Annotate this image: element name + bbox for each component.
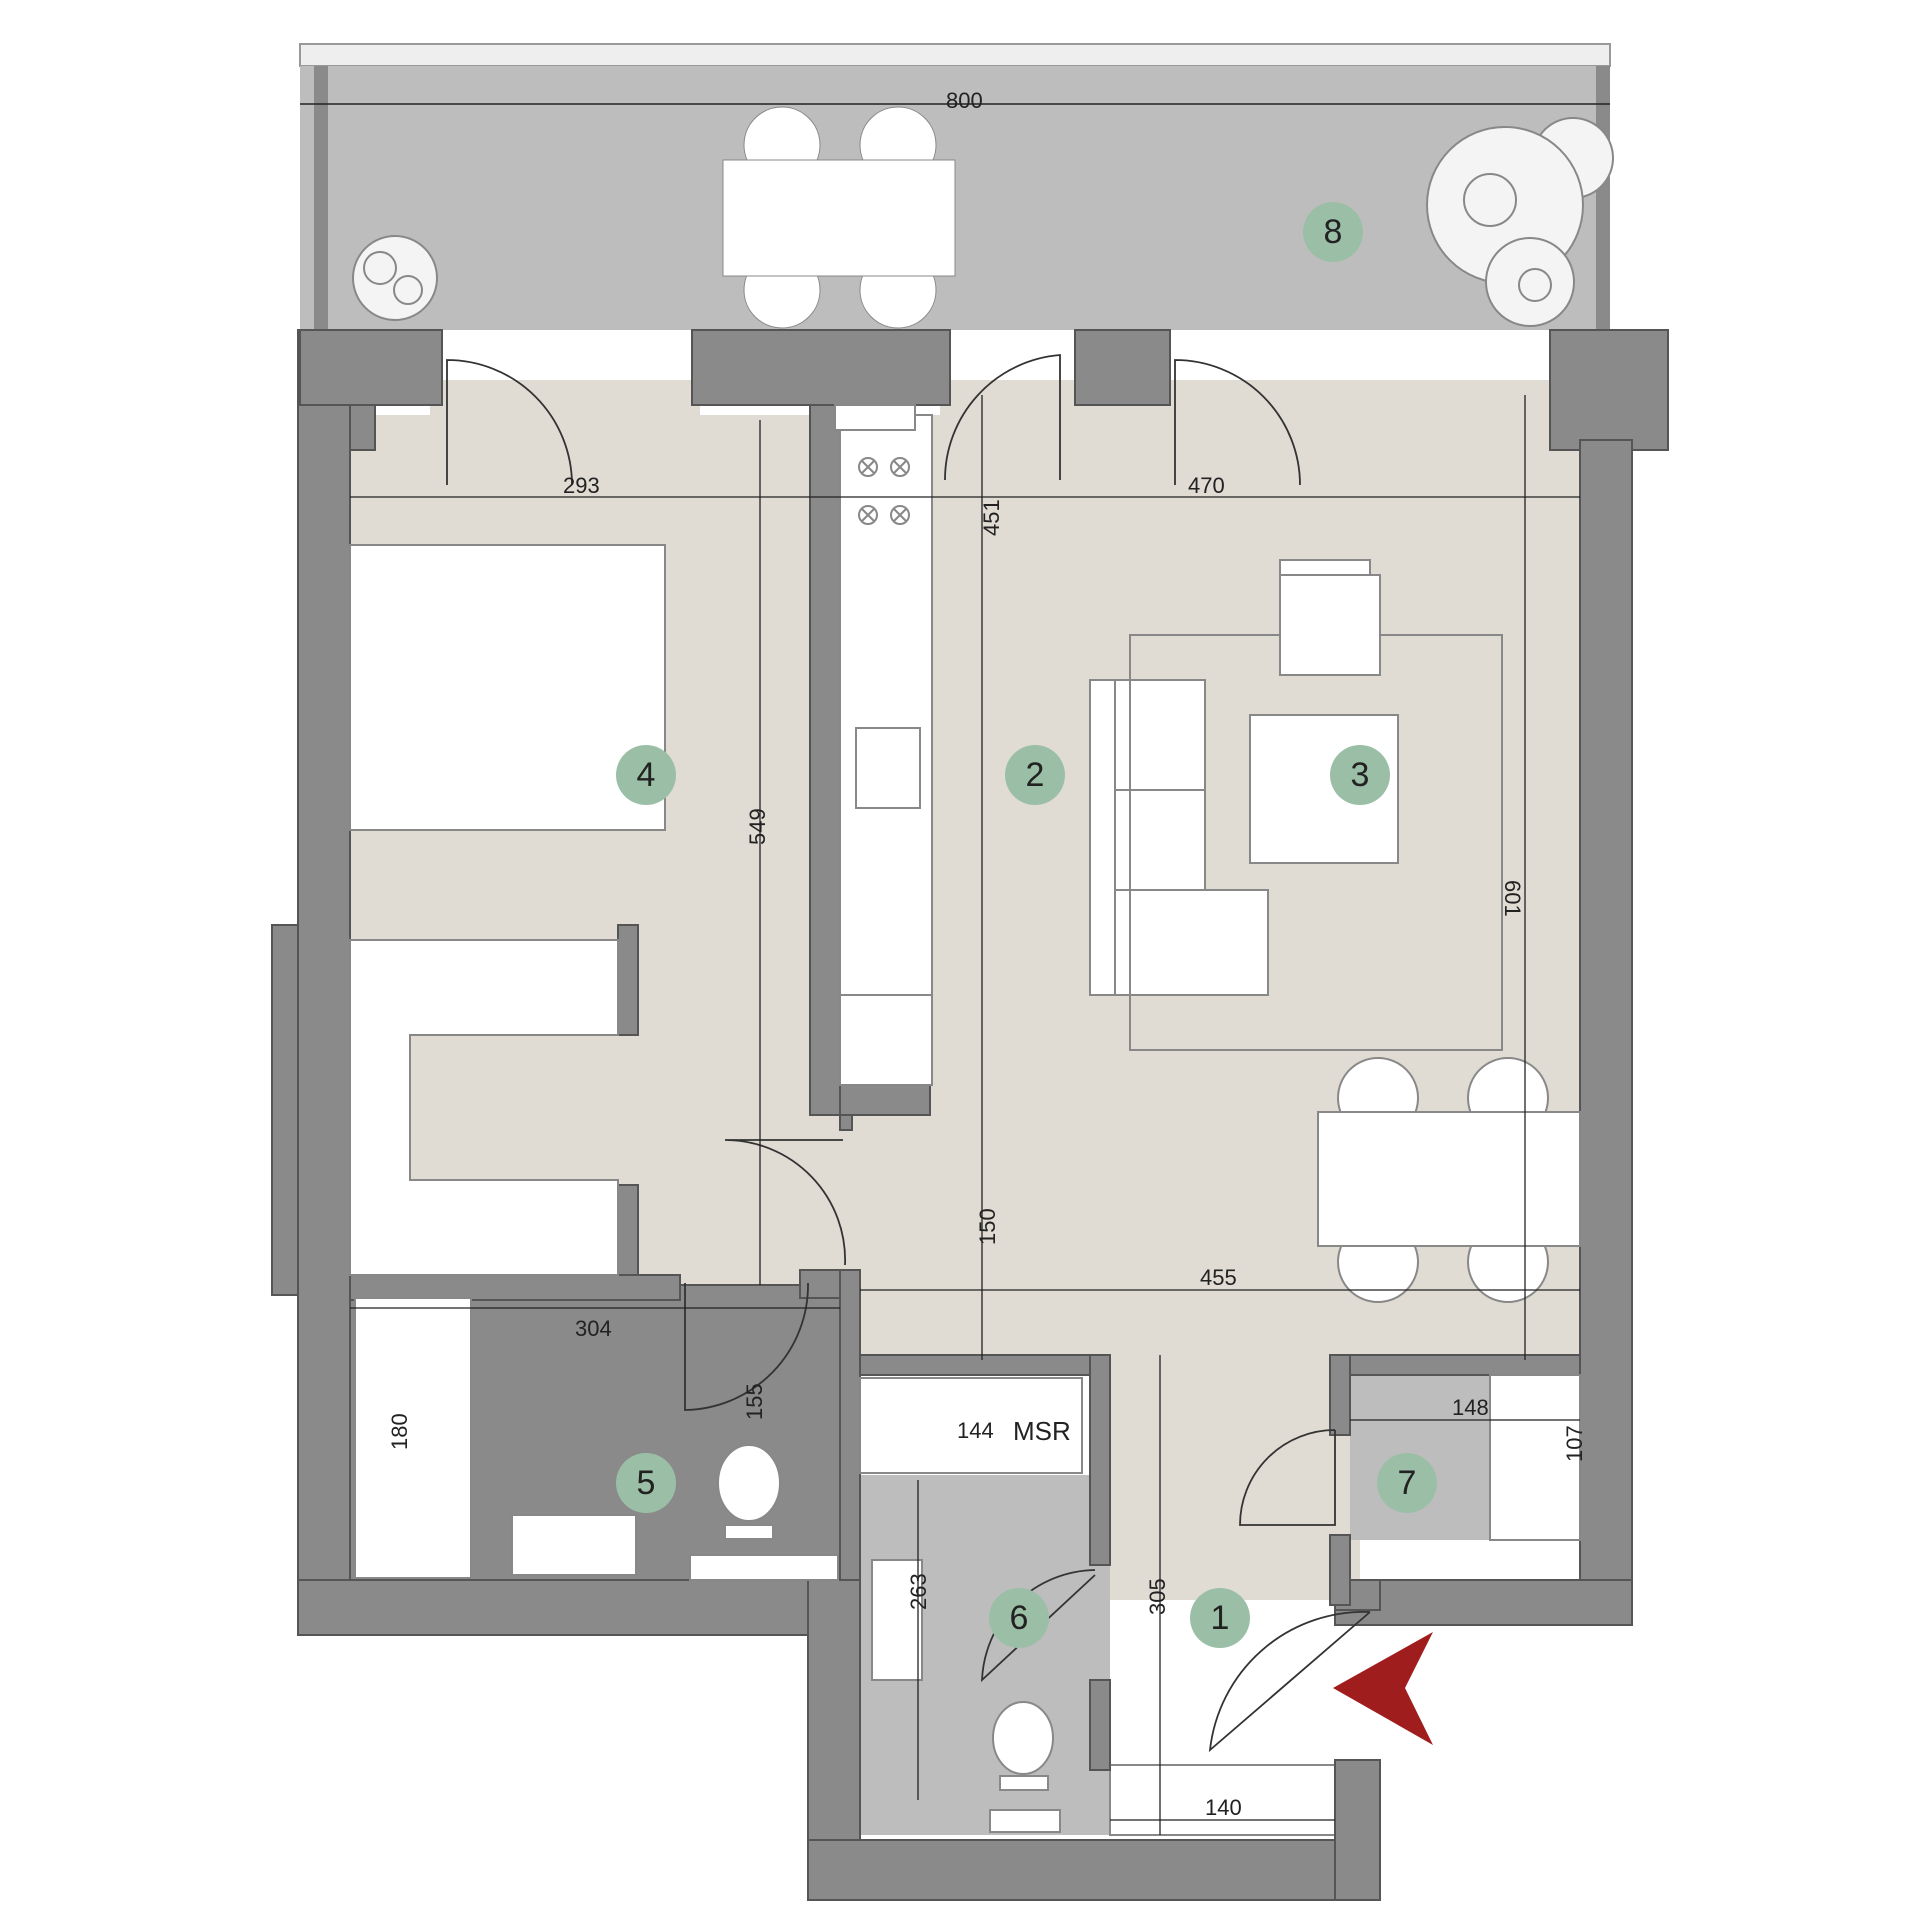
room-badge-4: 4 <box>616 745 676 805</box>
doors <box>446 354 1371 1753</box>
walls <box>271 329 1669 1901</box>
toilet-icon <box>989 1701 1061 1833</box>
dimension-labels: 800 293 470 451 549 601 150 455 304 155 … <box>387 88 1587 1820</box>
dim-entry-width: 140 <box>1205 1795 1242 1820</box>
dim-living-depth: 601 <box>1500 880 1525 917</box>
svg-text:1: 1 <box>1211 1599 1230 1637</box>
svg-text:4: 4 <box>637 756 656 794</box>
terrace <box>299 43 1614 330</box>
dim-bedroom-width: 293 <box>563 473 600 498</box>
plant-icon <box>352 117 1614 327</box>
dim-kitchen-depth: 451 <box>979 499 1004 536</box>
dim-hall-width: 455 <box>1200 1265 1237 1290</box>
room-badge-5: 5 <box>616 1453 676 1513</box>
dim-msr-width: 144 <box>957 1418 994 1443</box>
msr-cabinet <box>859 1377 1083 1474</box>
svg-text:5: 5 <box>637 1464 656 1502</box>
dim-closet-depth: 107 <box>1562 1425 1587 1462</box>
room-badges: 8 4 2 3 5 7 6 1 <box>616 202 1437 1648</box>
armchair <box>1279 574 1381 676</box>
oven <box>839 994 933 1086</box>
dining-set <box>1317 1057 1581 1303</box>
svg-text:7: 7 <box>1398 1464 1417 1502</box>
sink-icon <box>855 727 921 809</box>
dim-closet-width: 148 <box>1452 1395 1489 1420</box>
msr-label: MSR <box>1013 1416 1071 1446</box>
dim-terrace-width: 800 <box>946 88 983 113</box>
entry-cabinet <box>1109 1764 1336 1836</box>
room-badge-1: 1 <box>1190 1588 1250 1648</box>
svg-text:2: 2 <box>1026 756 1045 794</box>
svg-text:6: 6 <box>1010 1599 1029 1637</box>
dim-bath-depth: 155 <box>742 1383 767 1420</box>
sofa-back <box>1089 679 1116 996</box>
svg-text:3: 3 <box>1351 756 1370 794</box>
dim-bath-width: 304 <box>575 1316 612 1341</box>
toilet-icon <box>689 1444 839 1581</box>
terrace-dining-set <box>722 106 956 329</box>
closet-shelf <box>1489 1374 1581 1541</box>
wc-sink <box>871 1559 923 1681</box>
bathtub <box>354 1297 472 1579</box>
dim-hall-upper: 150 <box>975 1208 1000 1245</box>
stove-icon <box>858 457 910 525</box>
dimension-lines <box>350 395 1580 1835</box>
room-badge-6: 6 <box>989 1588 1049 1648</box>
entrance-arrow-icon <box>1333 1632 1433 1745</box>
room-badge-3: 3 <box>1330 745 1390 805</box>
room-badge-2: 2 <box>1005 745 1065 805</box>
dim-tub-length: 180 <box>387 1413 412 1450</box>
bath-vanity <box>511 1514 637 1576</box>
wardrobe <box>349 939 619 1276</box>
bed <box>349 544 666 831</box>
dim-hall-depth: 305 <box>1145 1578 1170 1615</box>
dim-wc-depth: 263 <box>906 1573 931 1610</box>
dim-living-width: 470 <box>1188 473 1225 498</box>
room-badge-8: 8 <box>1303 202 1363 262</box>
dim-bedroom-depth: 549 <box>745 808 770 845</box>
sofa-seat <box>1114 679 1206 791</box>
svg-text:8: 8 <box>1324 213 1343 251</box>
room-badge-7: 7 <box>1377 1453 1437 1513</box>
